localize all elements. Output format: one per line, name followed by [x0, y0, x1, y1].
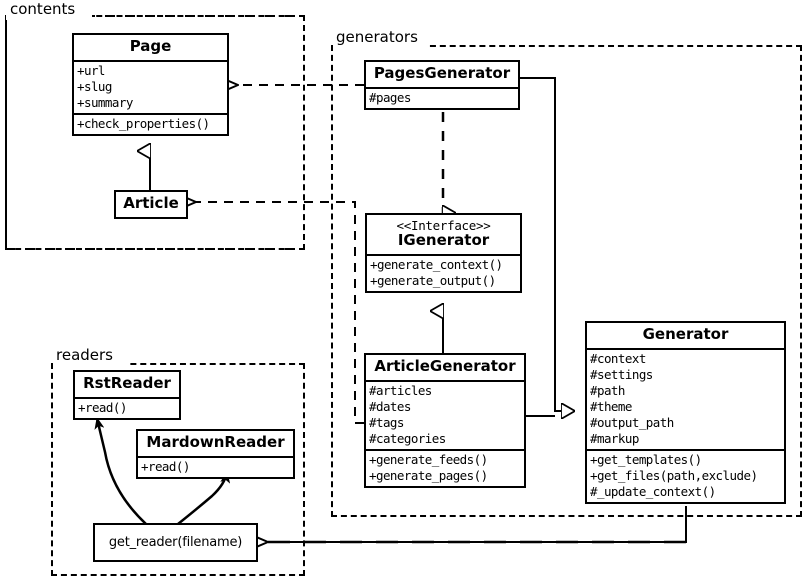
package-contents-label: contents: [8, 0, 79, 18]
package-readers-label: readers: [54, 346, 116, 364]
class-generator-methods: +get_templates() +get_files(path,exclude…: [587, 448, 784, 502]
method: #_update_context(): [590, 483, 716, 499]
class-igenerator-methods: +generate_context() +generate_output(): [367, 253, 520, 291]
class-article-title: Article: [123, 194, 179, 212]
method: +generate_feeds(): [369, 451, 488, 467]
class-igenerator-name: IGenerator: [397, 231, 490, 250]
function-get-reader-label: get_reader(filename): [108, 535, 243, 550]
class-mardown-reader-methods: +read(): [138, 455, 293, 477]
method: +check_properties(): [77, 115, 210, 131]
function-get-reader[interactable]: get_reader(filename): [93, 523, 258, 562]
package-generators-label: generators: [334, 28, 421, 46]
package-contents-frame: [5, 15, 305, 250]
method: +generate_output(): [370, 272, 496, 288]
class-igenerator[interactable]: <<Interface>> IGenerator +generate_conte…: [365, 213, 522, 293]
method: +get_files(path,exclude): [590, 467, 758, 483]
attribute: #context: [590, 350, 646, 366]
method: +get_templates(): [590, 451, 702, 467]
class-article-generator-title: ArticleGenerator: [374, 357, 516, 375]
class-article-generator-attributes: #articles #dates #tags #categories: [366, 379, 524, 449]
attribute: #theme: [590, 398, 632, 414]
class-generator[interactable]: Generator #context #settings #path #them…: [585, 321, 786, 504]
attribute: #tags: [369, 414, 404, 430]
class-pages-generator[interactable]: PagesGenerator #pages: [364, 60, 520, 110]
class-rst-reader[interactable]: RstReader +read(): [73, 370, 181, 420]
method: +generate_pages(): [369, 467, 488, 483]
class-rst-reader-methods: +read(): [75, 396, 179, 418]
attribute: #articles: [369, 382, 432, 398]
class-pages-generator-title: PagesGenerator: [373, 64, 511, 82]
class-article-generator[interactable]: ArticleGenerator #articles #dates #tags …: [364, 353, 526, 488]
package-readers: [51, 363, 305, 576]
attribute: #categories: [369, 430, 446, 446]
class-page-methods: +check_properties(): [74, 112, 227, 134]
attribute: +url: [77, 62, 105, 78]
method: +generate_context(): [370, 256, 503, 272]
class-mardown-reader-title: MardownReader: [146, 433, 285, 451]
attribute: +slug: [77, 78, 112, 94]
attribute: #settings: [590, 366, 653, 382]
method: +read(): [141, 458, 190, 474]
attribute: #path: [590, 382, 625, 398]
class-article-generator-methods: +generate_feeds() +generate_pages(): [366, 448, 524, 486]
attribute: #output_path: [590, 414, 674, 430]
method: +read(): [78, 399, 127, 415]
class-article[interactable]: Article: [114, 190, 188, 219]
attribute: #markup: [590, 430, 639, 446]
attribute: +summary: [77, 94, 133, 110]
class-igenerator-title: <<Interface>> IGenerator: [367, 215, 520, 254]
class-rst-reader-title: RstReader: [83, 374, 171, 392]
class-generator-title: Generator: [642, 325, 729, 343]
class-igenerator-stereotype: <<Interface>>: [396, 218, 491, 233]
class-mardown-reader[interactable]: MardownReader +read(): [136, 429, 295, 479]
attribute: #dates: [369, 398, 411, 414]
class-pages-generator-attributes: #pages: [366, 86, 518, 108]
class-page-title: Page: [129, 37, 172, 55]
class-page-attributes: +url +slug +summary: [74, 59, 227, 113]
class-page[interactable]: Page +url +slug +summary +check_properti…: [72, 33, 229, 136]
attribute: #pages: [369, 89, 411, 105]
class-generator-attributes: #context #settings #path #theme #output_…: [587, 347, 784, 449]
